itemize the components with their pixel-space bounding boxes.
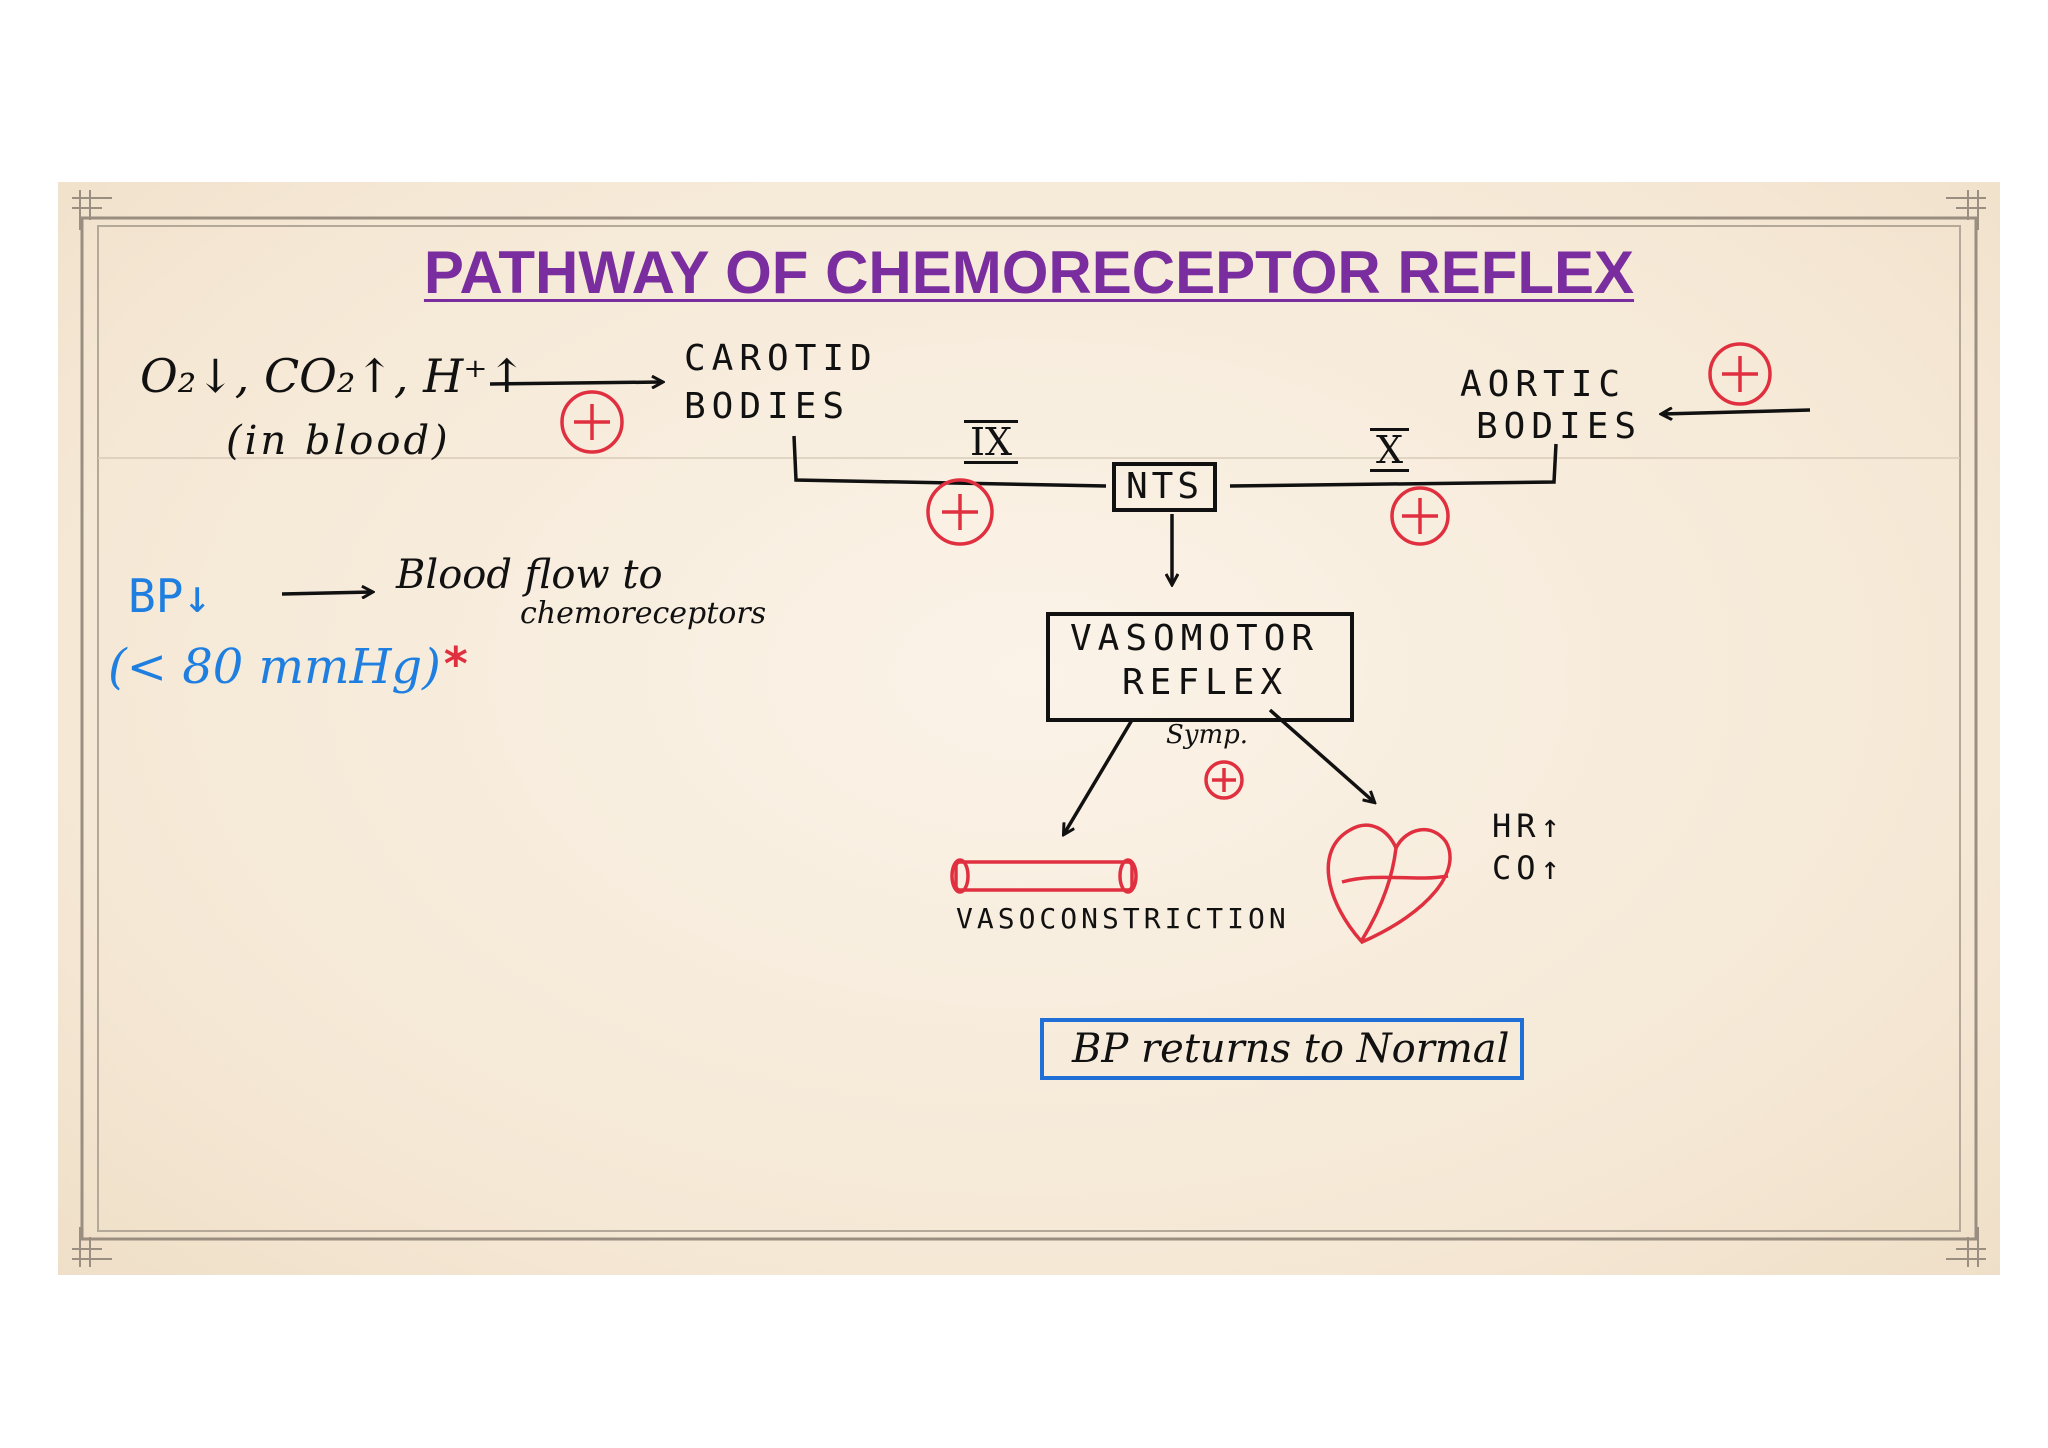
page-title: PATHWAY OF CHEMORECEPTOR REFLEX xyxy=(423,239,1635,306)
arrow-to-vessel xyxy=(1064,719,1134,834)
vasoconstriction-label: VASOCONSTRICTION xyxy=(956,902,1290,935)
arrow-into-aortic xyxy=(1662,410,1811,414)
frame-outer xyxy=(80,216,1978,1241)
carotid-label-line1: CAROTID xyxy=(684,338,878,379)
aortic-label-line2: BODIES xyxy=(1476,406,1643,447)
diagram-board: PATHWAY OF CHEMORECEPTOR REFLEX O₂↓, CO₂… xyxy=(58,182,2000,1275)
vasomotor-label-line1: VASOMOTOR xyxy=(1070,618,1320,659)
heart-icon xyxy=(1326,823,1452,945)
frame-inner xyxy=(97,225,1961,1232)
bp-normal-box: BP returns to Normal xyxy=(1040,1018,1524,1080)
bp-low-label: BP↓ xyxy=(128,569,212,623)
bp-threshold-value: (< 80 mmHg) xyxy=(108,639,441,695)
carotid-label-line2: BODIES xyxy=(684,386,851,427)
nts-box: NTS xyxy=(1112,462,1218,512)
stimulation-plus-icon xyxy=(560,342,1772,800)
blood-flow-line1: Blood flow to xyxy=(396,552,663,598)
asterisk-mark: * xyxy=(442,637,470,691)
blood-vessel-icon xyxy=(950,858,1138,894)
cardiac-output-label: CO↑ xyxy=(1492,849,1565,887)
vasomotor-box xyxy=(1046,612,1354,722)
stimulus-location: (in blood) xyxy=(226,418,451,464)
diagram-drawing xyxy=(72,190,1986,1267)
vagus-line xyxy=(1229,443,1558,488)
blood-flow-line2: chemoreceptors xyxy=(520,596,767,631)
stimulus-text: O₂↓, CO₂↑, H⁺↑ xyxy=(140,349,527,403)
arrow-bp-to-bloodflow xyxy=(281,592,372,594)
vasomotor-label-line2: REFLEX xyxy=(1122,662,1289,703)
glossopharyngeal-line xyxy=(792,435,1107,488)
corner-ornament-icon xyxy=(72,190,1986,1267)
nerve-x-label: X xyxy=(1370,428,1410,472)
arrow-stimulus-to-carotid xyxy=(489,382,662,384)
aortic-label-line1: AORTIC xyxy=(1460,364,1627,405)
heart-rate-label: HR↑ xyxy=(1492,807,1565,845)
sympathetic-label: Symp. xyxy=(1166,720,1249,750)
nerve-ix-label: IX xyxy=(964,420,1019,464)
arrow-to-heart xyxy=(1268,708,1374,802)
